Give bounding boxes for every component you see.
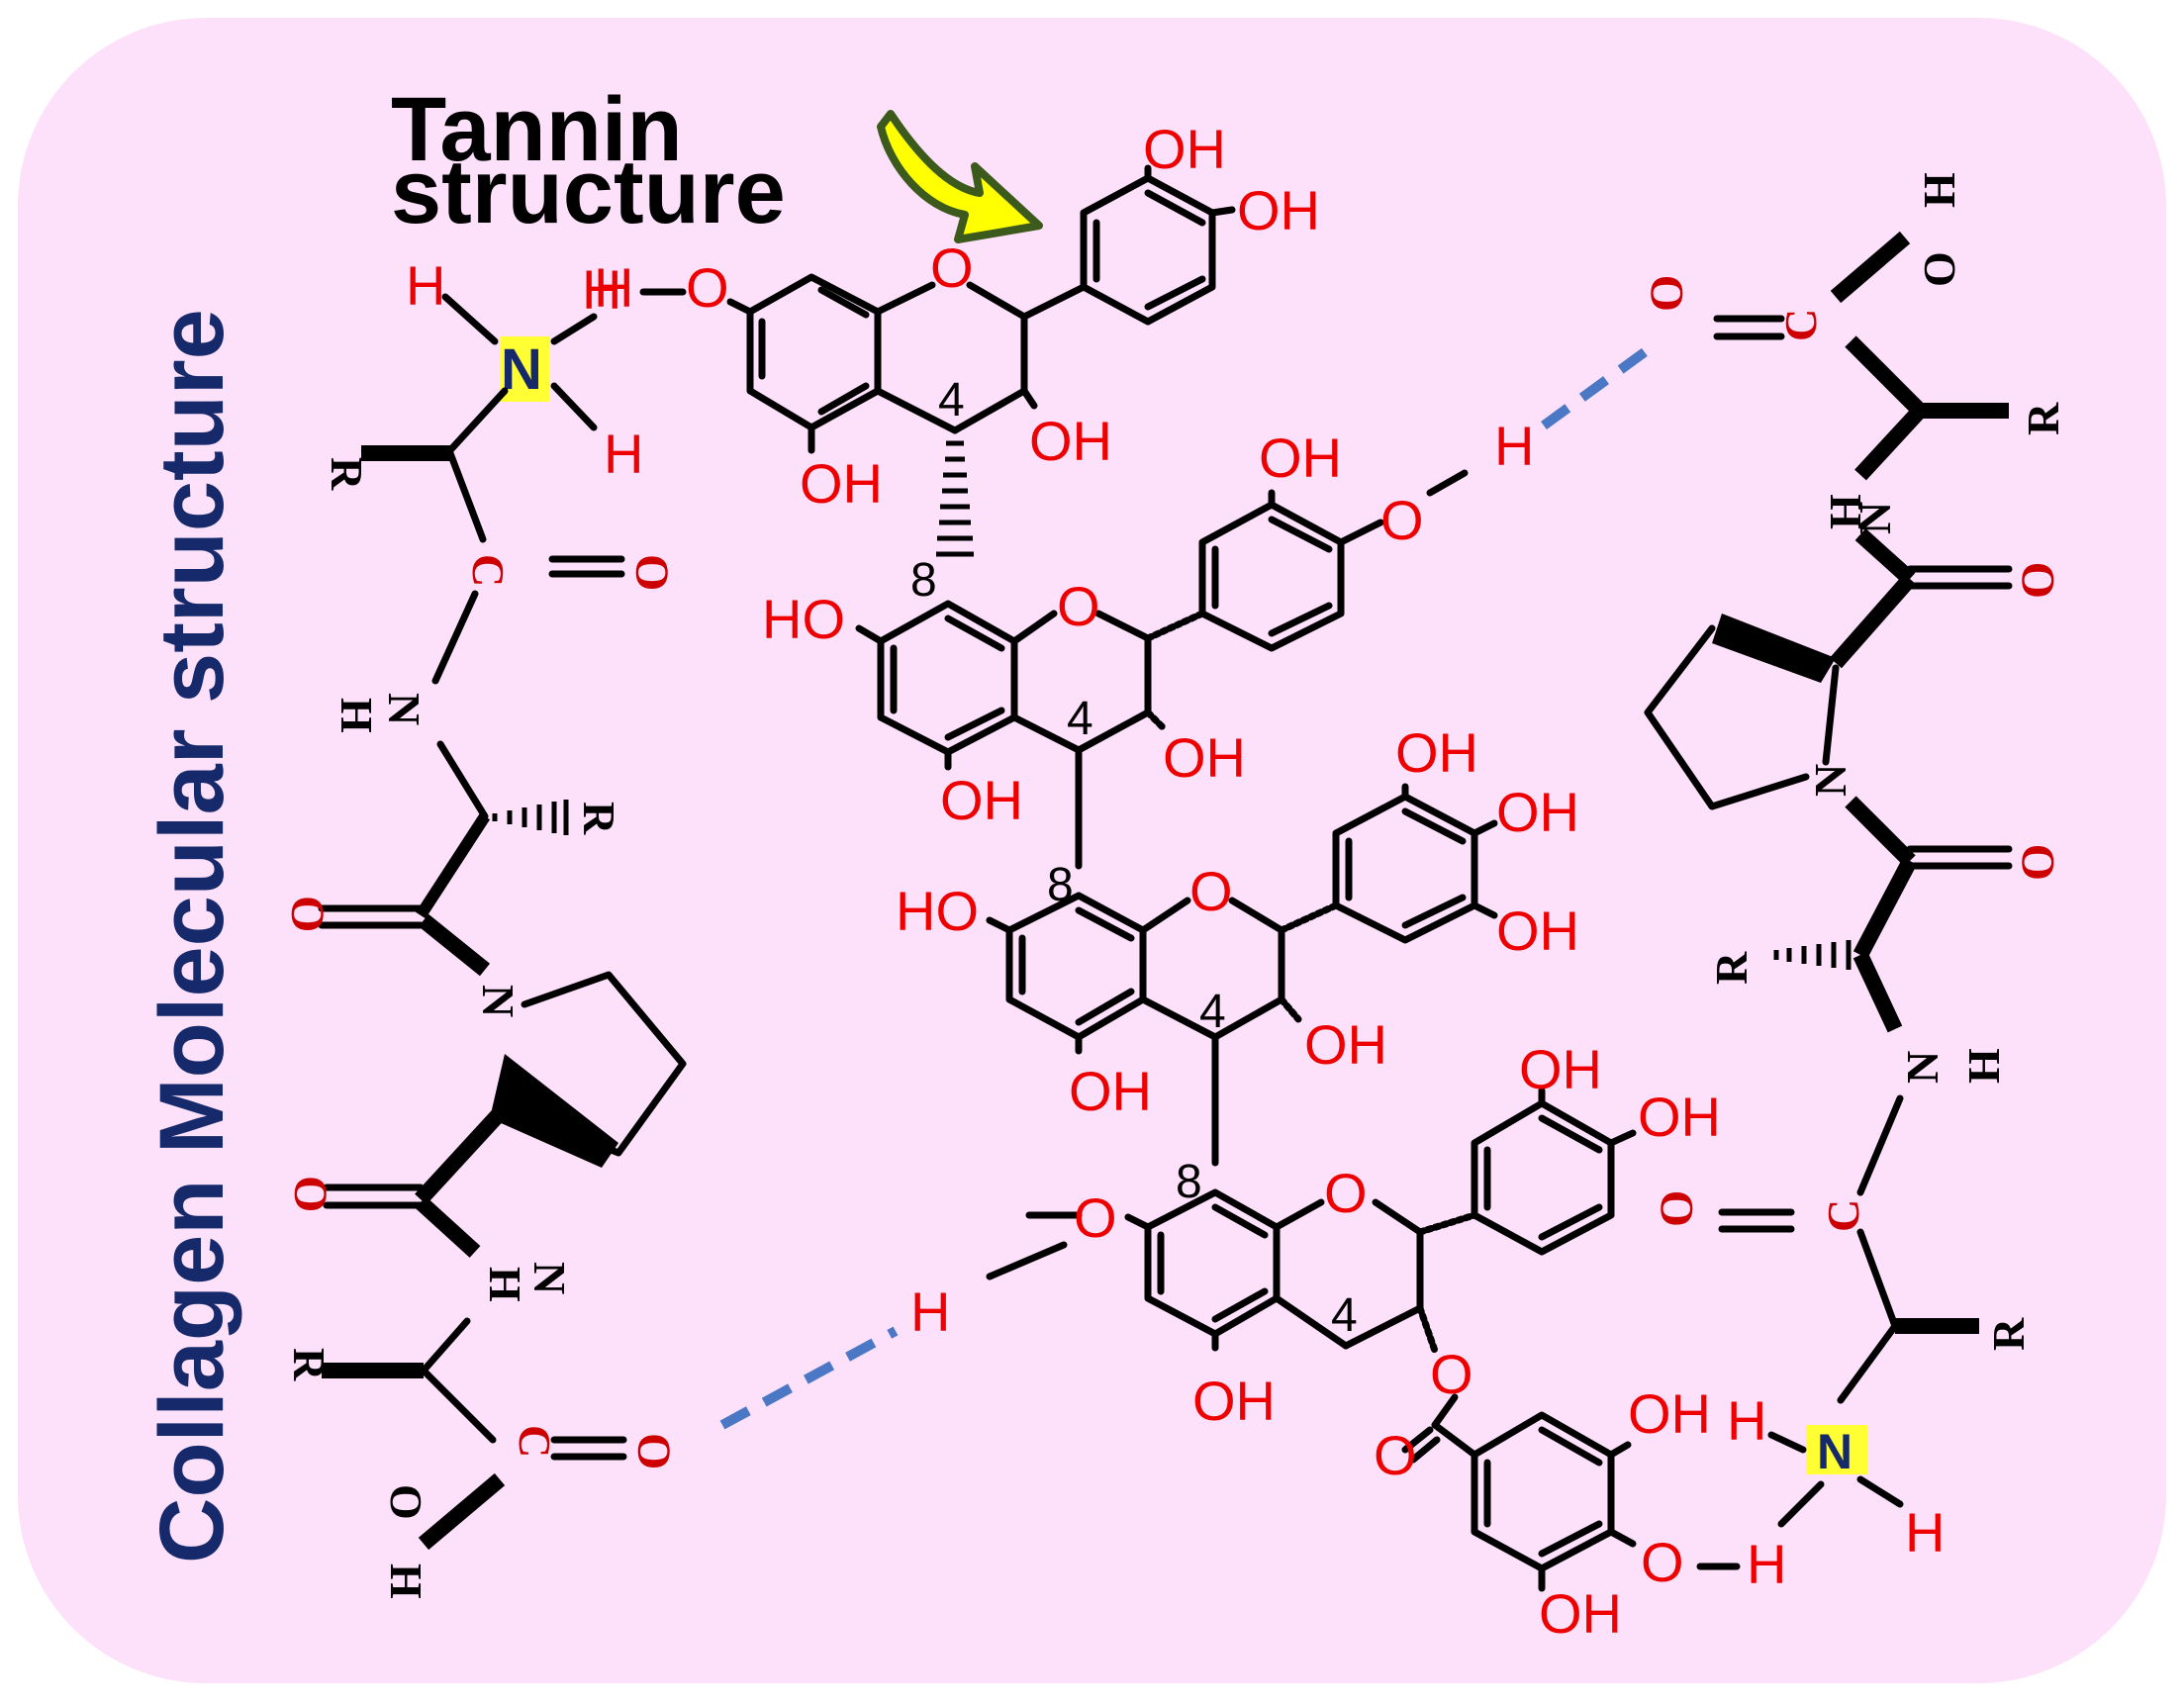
- side-title: Collagen Molecular structure: [142, 309, 242, 1564]
- o-label: O: [1641, 1531, 1684, 1593]
- oh-label: OH: [1628, 1382, 1711, 1445]
- o-label: O: [686, 256, 729, 319]
- position-4: 4: [938, 374, 965, 426]
- o-label: O: [1914, 251, 1964, 287]
- o-label: O: [2012, 562, 2064, 599]
- h-label: H: [381, 1564, 431, 1599]
- oh-label: OH: [1259, 426, 1342, 489]
- h-label: H: [406, 254, 445, 317]
- position-8: 8: [1047, 859, 1074, 911]
- nitrogen-highlight: [1806, 1425, 1867, 1474]
- h-label: H: [910, 1280, 950, 1343]
- oh-label: OH: [800, 452, 883, 515]
- oh-label: OH: [1192, 1370, 1276, 1432]
- tannin-atoms: OH OH O O H OH OH 4 8 OH O H O HO OH OH …: [594, 118, 1786, 1645]
- oh-label: OH: [940, 769, 1023, 831]
- n-label: N: [1897, 1051, 1947, 1084]
- n-label: N: [473, 985, 523, 1017]
- o-label: O: [284, 1176, 336, 1212]
- o-label: O: [625, 554, 678, 591]
- r-label: R: [2018, 402, 2068, 435]
- position-4: 4: [1067, 693, 1093, 745]
- c-label: C: [1818, 1199, 1868, 1232]
- o-label: O: [281, 896, 333, 932]
- o-label: O: [2012, 844, 2064, 881]
- h-label: H: [1905, 1501, 1945, 1564]
- h-label: H: [480, 1267, 530, 1302]
- h-label: H: [582, 258, 621, 321]
- tannin-title-line1: Tannin: [391, 79, 683, 180]
- oh-label: OH: [1539, 1582, 1622, 1645]
- oh-label: OH: [1496, 900, 1579, 962]
- h-label: H: [1747, 1533, 1786, 1595]
- o-label: O: [1641, 275, 1693, 312]
- r-label: R: [1983, 1317, 2034, 1351]
- ho-label: HO: [896, 880, 979, 942]
- oh-label: OH: [1143, 118, 1226, 180]
- o-label: O: [1430, 1343, 1473, 1405]
- curved-arrow-icon: [877, 110, 1043, 243]
- h-label: H: [604, 423, 643, 485]
- o-label: O: [1324, 1162, 1368, 1224]
- o-label: O: [1189, 860, 1233, 922]
- hydrogen-bonds: [719, 341, 1656, 1430]
- background-panel: [18, 18, 2166, 1683]
- r-label: R: [1706, 951, 1757, 985]
- h-label: H: [1820, 494, 1870, 529]
- o-label: O: [930, 237, 974, 299]
- c-label: C: [463, 554, 514, 587]
- ho-label: HO: [762, 588, 845, 650]
- c-label: C: [1775, 309, 1826, 341]
- r-label: R: [284, 1348, 334, 1381]
- position-4: 4: [1331, 1289, 1358, 1342]
- position-4: 4: [1199, 986, 1226, 1038]
- right-collagen-chain: O C O H R N H O N O R N H: [1641, 172, 2068, 1564]
- h-label: H: [1494, 415, 1534, 477]
- o-label: O: [1057, 575, 1100, 637]
- tannin-bonds: [639, 164, 1741, 1592]
- o-label: O: [1380, 489, 1424, 551]
- r-label: R: [574, 802, 624, 835]
- oh-label: OH: [1496, 781, 1579, 843]
- oh-label: OH: [1304, 1013, 1387, 1076]
- o-label: O: [1374, 1424, 1417, 1486]
- oh-label: OH: [1163, 726, 1246, 789]
- oh-label: OH: [1519, 1038, 1602, 1100]
- h-label: H: [1727, 1389, 1766, 1452]
- oh-label: OH: [1638, 1086, 1721, 1148]
- tannin-title-line2: structure: [391, 142, 786, 242]
- oh-label: OH: [1395, 721, 1478, 784]
- h-label: H: [1958, 1048, 2009, 1084]
- o-label: O: [627, 1433, 680, 1469]
- h-label: H: [594, 256, 633, 319]
- n-label: N: [379, 693, 429, 725]
- o-label: O: [381, 1484, 431, 1520]
- h-label: H: [1914, 172, 1964, 208]
- h-label: H: [332, 698, 382, 733]
- oh-label: OH: [1237, 179, 1320, 241]
- n-label: N: [1817, 1424, 1852, 1479]
- n-label: N: [1805, 764, 1855, 797]
- oh-label: OH: [1029, 410, 1112, 472]
- o-label: O: [1651, 1190, 1703, 1227]
- left-collagen-chain: N H H H R C O N H R O N O: [281, 254, 687, 1599]
- oh-label: OH: [1069, 1060, 1152, 1122]
- position-8: 8: [1176, 1156, 1202, 1208]
- o-label: O: [1074, 1186, 1117, 1249]
- position-8: 8: [910, 554, 937, 607]
- r-label: R: [322, 457, 372, 491]
- n-label: N: [524, 1262, 575, 1294]
- n-label: N: [1850, 502, 1900, 534]
